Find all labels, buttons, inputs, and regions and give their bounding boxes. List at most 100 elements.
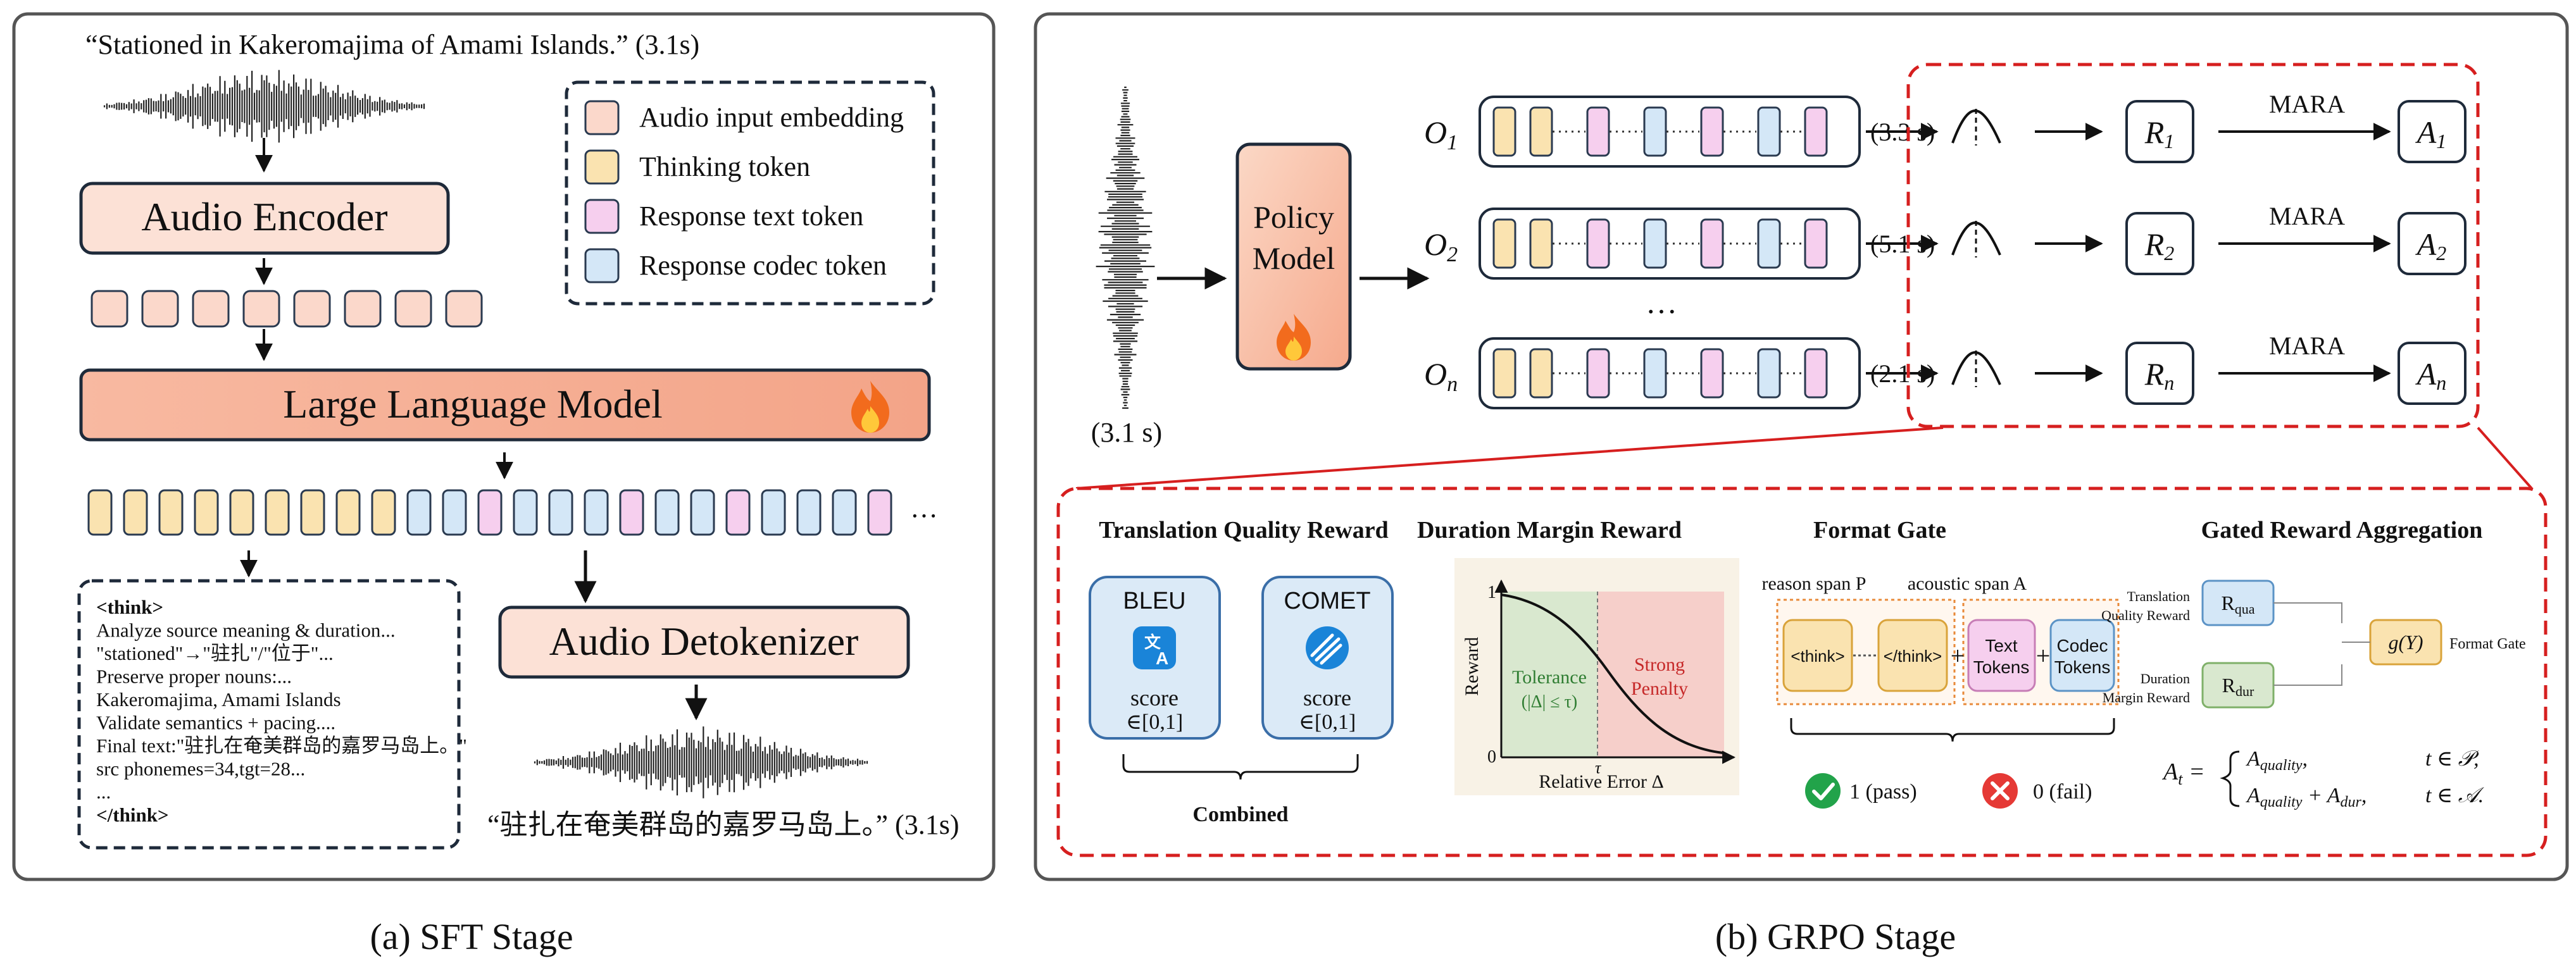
rollout-token	[1804, 218, 1828, 269]
format-brace	[1790, 718, 2115, 742]
advantage-formula: At = Aquality, t ∈ 𝒫, Aquality + Adur, t…	[2161, 747, 2485, 810]
svg-text:Tolerance: Tolerance	[1512, 667, 1587, 688]
rollout-token	[1757, 218, 1781, 269]
svg-text:Combined: Combined	[1192, 803, 1288, 826]
svg-text:τ: τ	[1595, 759, 1602, 777]
think-line: ...	[96, 781, 111, 803]
svg-text:Text: Text	[1985, 636, 2018, 655]
output-token	[796, 489, 822, 536]
output-token	[194, 489, 219, 536]
legend-label: Audio input embedding	[639, 102, 904, 133]
bleu-card: BLEU 文 A score ∈[0,1]	[1089, 576, 1221, 740]
svg-text:acoustic span A: acoustic span A	[1908, 573, 2027, 594]
mara-label: MARA	[2269, 90, 2345, 118]
audio-embedding-token	[192, 290, 230, 328]
svg-text:Penalty: Penalty	[1631, 678, 1688, 699]
grpo-input-waveform	[1096, 86, 1155, 409]
svg-text:R1: R1	[2144, 115, 2175, 152]
svg-text:(|Δ| ≤ τ): (|Δ| ≤ τ)	[1522, 692, 1577, 712]
svg-text:+: +	[2036, 642, 2051, 670]
svg-text:1: 1	[1487, 583, 1496, 602]
grpo-caption: (b) GRPO Stage	[1715, 916, 1956, 957]
reward-box	[2125, 212, 2194, 275]
rollout-token	[1586, 106, 1610, 157]
audio-embedding-token	[394, 290, 432, 328]
zoom-line-left	[1075, 426, 1944, 490]
format-gate-section: Format Gate reason span P acoustic span …	[1762, 517, 2120, 809]
svg-text:Audio Encoder: Audio Encoder	[141, 194, 387, 239]
svg-text:At =: At =	[2161, 759, 2205, 788]
svg-text:score: score	[1130, 685, 1179, 710]
svg-text:Rn: Rn	[2144, 356, 2175, 394]
sft-caption: (a) SFT Stage	[370, 916, 573, 957]
token-row-ellipsis: ···	[910, 500, 938, 531]
svg-text:Margin Reward: Margin Reward	[2103, 690, 2190, 705]
think-line: Validate semantics + pacing....	[96, 712, 335, 734]
comet-card: COMET score ∈[0,1]	[1261, 576, 1394, 740]
tolerance-zone	[1501, 592, 1597, 757]
rollout-token	[1700, 348, 1724, 399]
svg-text:An: An	[2415, 356, 2447, 394]
legend-label: Thinking token	[639, 151, 810, 182]
legend-swatch	[584, 149, 620, 185]
output-token	[371, 489, 396, 536]
fire-icon	[851, 381, 889, 433]
mara-label: MARA	[2269, 202, 2345, 230]
advantage-box	[2398, 212, 2467, 275]
svg-text:Translation Quality Reward: Translation Quality Reward	[1099, 517, 1388, 543]
svg-text:COMET: COMET	[1284, 588, 1370, 614]
legend-label: Response text token	[639, 201, 863, 232]
svg-text:t ∈ 𝒜.: t ∈ 𝒜.	[2425, 784, 2485, 807]
svg-text:∈[0,1]: ∈[0,1]	[1126, 710, 1183, 734]
combined-brace	[1122, 754, 1359, 780]
svg-text:Translation: Translation	[2127, 588, 2190, 604]
zoom-line-right	[2477, 426, 2533, 490]
output-token	[548, 489, 573, 536]
pass-check-icon	[1805, 773, 1841, 809]
svg-text:0 (fail): 0 (fail)	[2033, 780, 2092, 804]
svg-text:Format Gate: Format Gate	[1813, 517, 1946, 543]
rollout-token	[1643, 348, 1667, 399]
audio-embedding-token	[91, 290, 128, 328]
svg-text:Policy: Policy	[1253, 199, 1334, 235]
svg-text:0: 0	[1487, 747, 1496, 767]
svg-text:Audio Detokenizer: Audio Detokenizer	[549, 619, 859, 664]
svg-text:Aquality + Adur,: Aquality + Adur,	[2246, 784, 2367, 810]
reward-region-dashed	[1906, 63, 2480, 428]
audio-embedding-token	[242, 290, 280, 328]
comet-icon	[1306, 626, 1349, 669]
output-token	[832, 489, 857, 536]
translate-icon: 文 A	[1133, 626, 1176, 669]
rollout-token	[1804, 106, 1828, 157]
policy-model-box: Policy Model	[1235, 142, 1352, 371]
sft-output-waveform	[534, 726, 868, 798]
output-token	[513, 489, 538, 536]
sft-input-waveform	[103, 70, 425, 143]
rollout-token	[1492, 218, 1516, 269]
output-token	[229, 489, 254, 536]
output-token	[123, 489, 148, 536]
svg-text:Tokens: Tokens	[1973, 657, 2030, 677]
svg-text:+: +	[1951, 642, 1965, 670]
svg-text:Quality Reward: Quality Reward	[2101, 607, 2190, 623]
rollout-token	[1643, 218, 1667, 269]
output-token	[442, 489, 467, 536]
rollout-token	[1757, 106, 1781, 157]
fail-x-icon	[1982, 773, 2018, 809]
output-token	[690, 489, 715, 536]
translation-quality-section: Translation Quality Reward BLEU 文 A scor…	[1089, 517, 1394, 826]
audio-embedding-token	[293, 290, 331, 328]
rollout-token	[1757, 348, 1781, 399]
legend-box	[565, 80, 935, 306]
svg-text:A1: A1	[2415, 115, 2447, 152]
svg-text:BLEU: BLEU	[1123, 588, 1185, 614]
svg-text:Duration: Duration	[2141, 671, 2190, 686]
output-token	[654, 489, 680, 536]
think-line: Analyze source meaning & duration...	[96, 619, 396, 642]
svg-text:A: A	[1156, 648, 1168, 668]
svg-text:Aquality,: Aquality,	[2246, 747, 2308, 774]
mara-label: MARA	[2269, 332, 2345, 360]
